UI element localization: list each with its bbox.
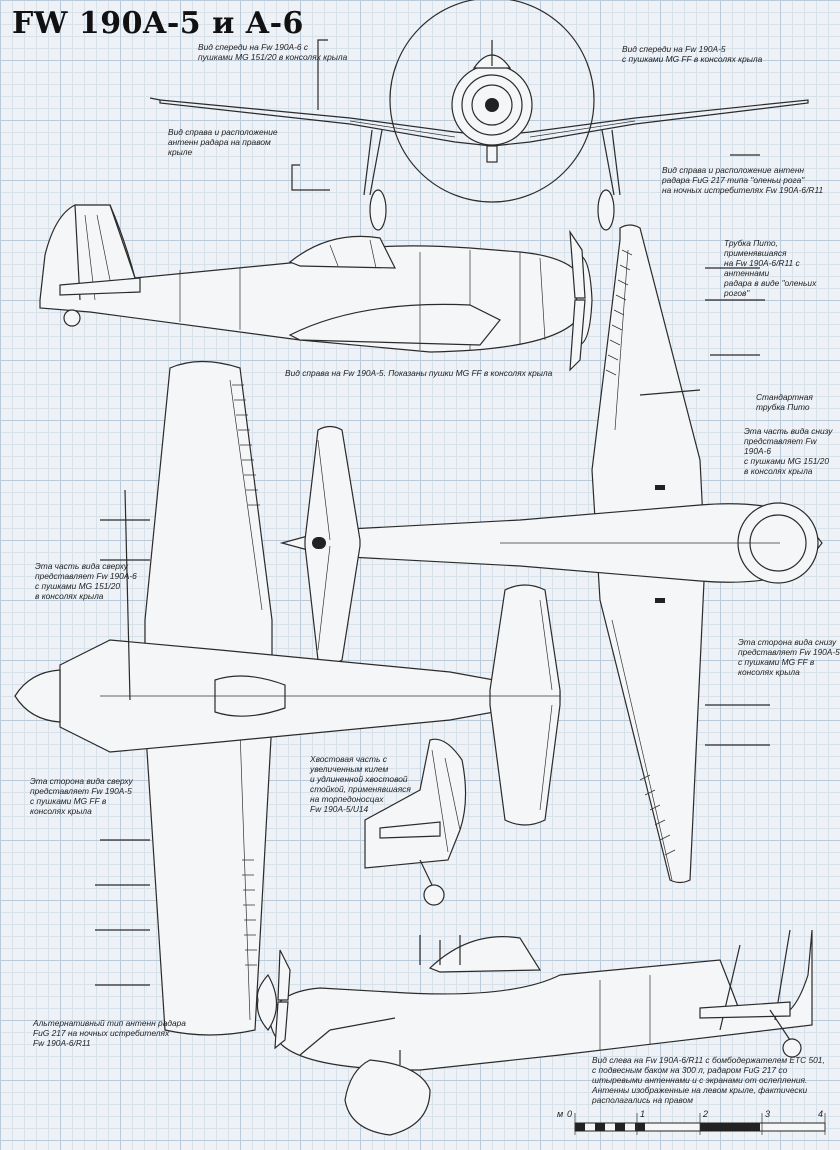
caption-bottom-a5: Эта сторона вида снизу представляет Fw 1… — [738, 637, 840, 677]
bottom-tail-wheel — [312, 537, 326, 549]
bottom-pitot — [639, 389, 701, 396]
side-propeller-lower — [569, 299, 586, 372]
tail-stabilizer — [379, 821, 441, 839]
top-tailplane — [489, 584, 561, 826]
side-canopy — [288, 235, 396, 269]
left-propeller-lower — [274, 1001, 289, 1050]
front-tail-wheel — [486, 145, 498, 163]
side-wing — [288, 303, 501, 346]
scale-tick-0: 0 — [567, 1109, 573, 1119]
left-fuselage — [269, 929, 813, 1071]
front-left-gear — [363, 129, 383, 196]
left-wing-underside — [299, 1017, 396, 1056]
caption-front-a5: Вид спереди на Fw 190A-5 с пушками MG FF… — [622, 44, 763, 64]
caption-tail: Хвостовая часть с увеличенным килем и уд… — [310, 754, 411, 814]
page-title: FW 190A-5 и A-6 — [12, 6, 304, 41]
scale-tick-2: 2 — [703, 1109, 709, 1119]
caption-front-a6: Вид спереди на Fw 190A-6 с пушками MG 15… — [198, 42, 348, 62]
left-canopy — [428, 936, 542, 973]
side-propeller-upper — [569, 229, 586, 299]
top-wing-ribs-upper — [232, 384, 260, 506]
caption-radar-fug217: Вид справа и расположение антенн радара … — [662, 165, 824, 195]
caption-bottom-a6: Эта часть вида снизу представляет Fw 190… — [744, 426, 833, 476]
front-pitot — [149, 97, 760, 156]
bottom-view — [279, 224, 823, 884]
caption-top-a6: Эта часть вида сверху представляет Fw 19… — [35, 561, 137, 601]
top-wing-ribs-lower — [242, 859, 257, 966]
top-antennas — [95, 519, 150, 986]
tail-wheel-detail — [423, 884, 445, 906]
caption-alt-antenna: Альтернативный тип антенн радара FuG 217… — [33, 1018, 186, 1048]
caption-side-right: Вид справа на Fw 190A-5. Показаны пушки … — [285, 368, 553, 378]
top-pitot — [124, 489, 131, 701]
front-antenna — [291, 39, 330, 191]
left-spinner — [256, 973, 278, 1031]
bottom-wing-ribs-upper — [605, 249, 633, 376]
front-view — [149, 0, 809, 231]
right-side-view — [39, 204, 593, 372]
left-tail-strut — [769, 1009, 791, 1041]
side-tail-wheel — [63, 309, 81, 327]
scale-unit: м — [557, 1109, 564, 1119]
propeller-disc — [389, 0, 595, 203]
left-side-view — [256, 929, 813, 1136]
left-tail-wheel — [782, 1038, 802, 1058]
scale-bar — [574, 1113, 826, 1135]
drop-tank — [344, 1059, 431, 1136]
left-propeller-upper — [277, 949, 291, 1001]
top-spinner — [14, 669, 61, 723]
tail-strut — [419, 859, 433, 886]
bottom-wing-ribs-lower — [639, 774, 676, 856]
caption-side-left: Вид слева на Fw 190A-6/R11 с бомбодержат… — [592, 1055, 825, 1105]
caption-pitot-standard: Стандартная трубка Пито — [756, 392, 813, 412]
caption-pitot-deer: Трубка Пито, применявшаяся на Fw 190A-6/… — [724, 238, 817, 298]
bottom-antennas — [705, 267, 770, 746]
caption-top-a5: Эта сторона вида сверху представляет Fw … — [30, 776, 133, 816]
left-antennas — [419, 935, 461, 965]
scale-tick-3: 3 — [765, 1109, 771, 1119]
caption-radar-right: Вид справа и расположение антенн радара … — [168, 127, 278, 157]
front-right-gear — [601, 129, 621, 196]
side-stabilizer — [59, 277, 141, 296]
scale-tick-4: 4 — [818, 1109, 824, 1119]
front-wing-detail — [349, 120, 636, 138]
left-stabilizer — [699, 1001, 791, 1019]
tail-detail — [364, 738, 467, 906]
scale-tick-1: 1 — [640, 1109, 646, 1119]
top-view — [14, 360, 561, 1036]
